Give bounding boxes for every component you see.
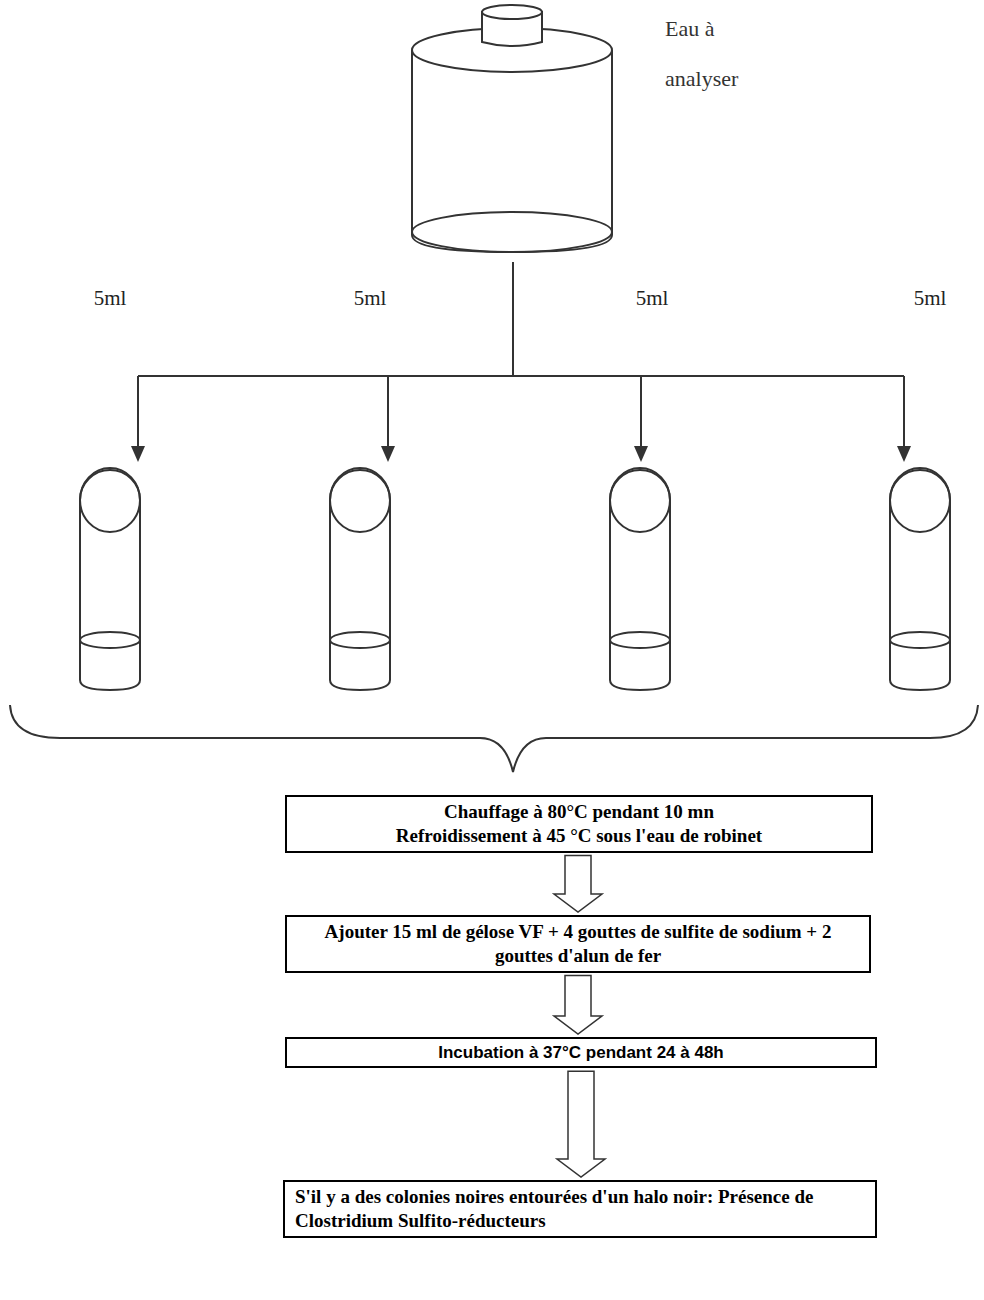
flow-arrow [554,976,602,1035]
flow-arrow [557,1071,605,1177]
step-text: Ajouter 15 ml de gélose VF + 4 gouttes d… [297,920,859,968]
volume-label: 5ml [354,286,387,311]
process-box: S'il y a des colonies noires entourées d… [283,1180,877,1238]
step-text: Chauffage à 80°C pendant 10 mn [297,800,861,824]
distribution-line [640,376,642,448]
test-tubes [80,468,950,690]
volume-label: 5ml [94,286,127,311]
bottle-label: Eau à analyser [665,4,765,104]
arrowheads [131,446,911,462]
distribution-line [512,262,514,376]
process-box: Chauffage à 80°C pendant 10 mnRefroidiss… [285,795,873,853]
volume-label: 5ml [636,286,669,311]
distribution-line [138,375,904,377]
volume-label: 5ml [914,286,947,311]
flow-arrow [554,856,602,913]
process-box: Incubation à 37°C pendant 24 à 48h [285,1037,877,1068]
step-text: S'il y a des colonies noires entourées d… [295,1185,865,1233]
brace [10,705,978,772]
water-bottle: Eau à analyser [400,0,840,262]
process-box: Ajouter 15 ml de gélose VF + 4 gouttes d… [285,915,871,973]
distribution-line [387,376,389,448]
bottle-outline [400,0,840,262]
step-text: Incubation à 37°C pendant 24 à 48h [297,1042,865,1063]
step-text: Refroidissement à 45 °C sous l'eau de ro… [297,824,861,848]
distribution-line [903,376,905,448]
distribution-line [137,376,139,448]
